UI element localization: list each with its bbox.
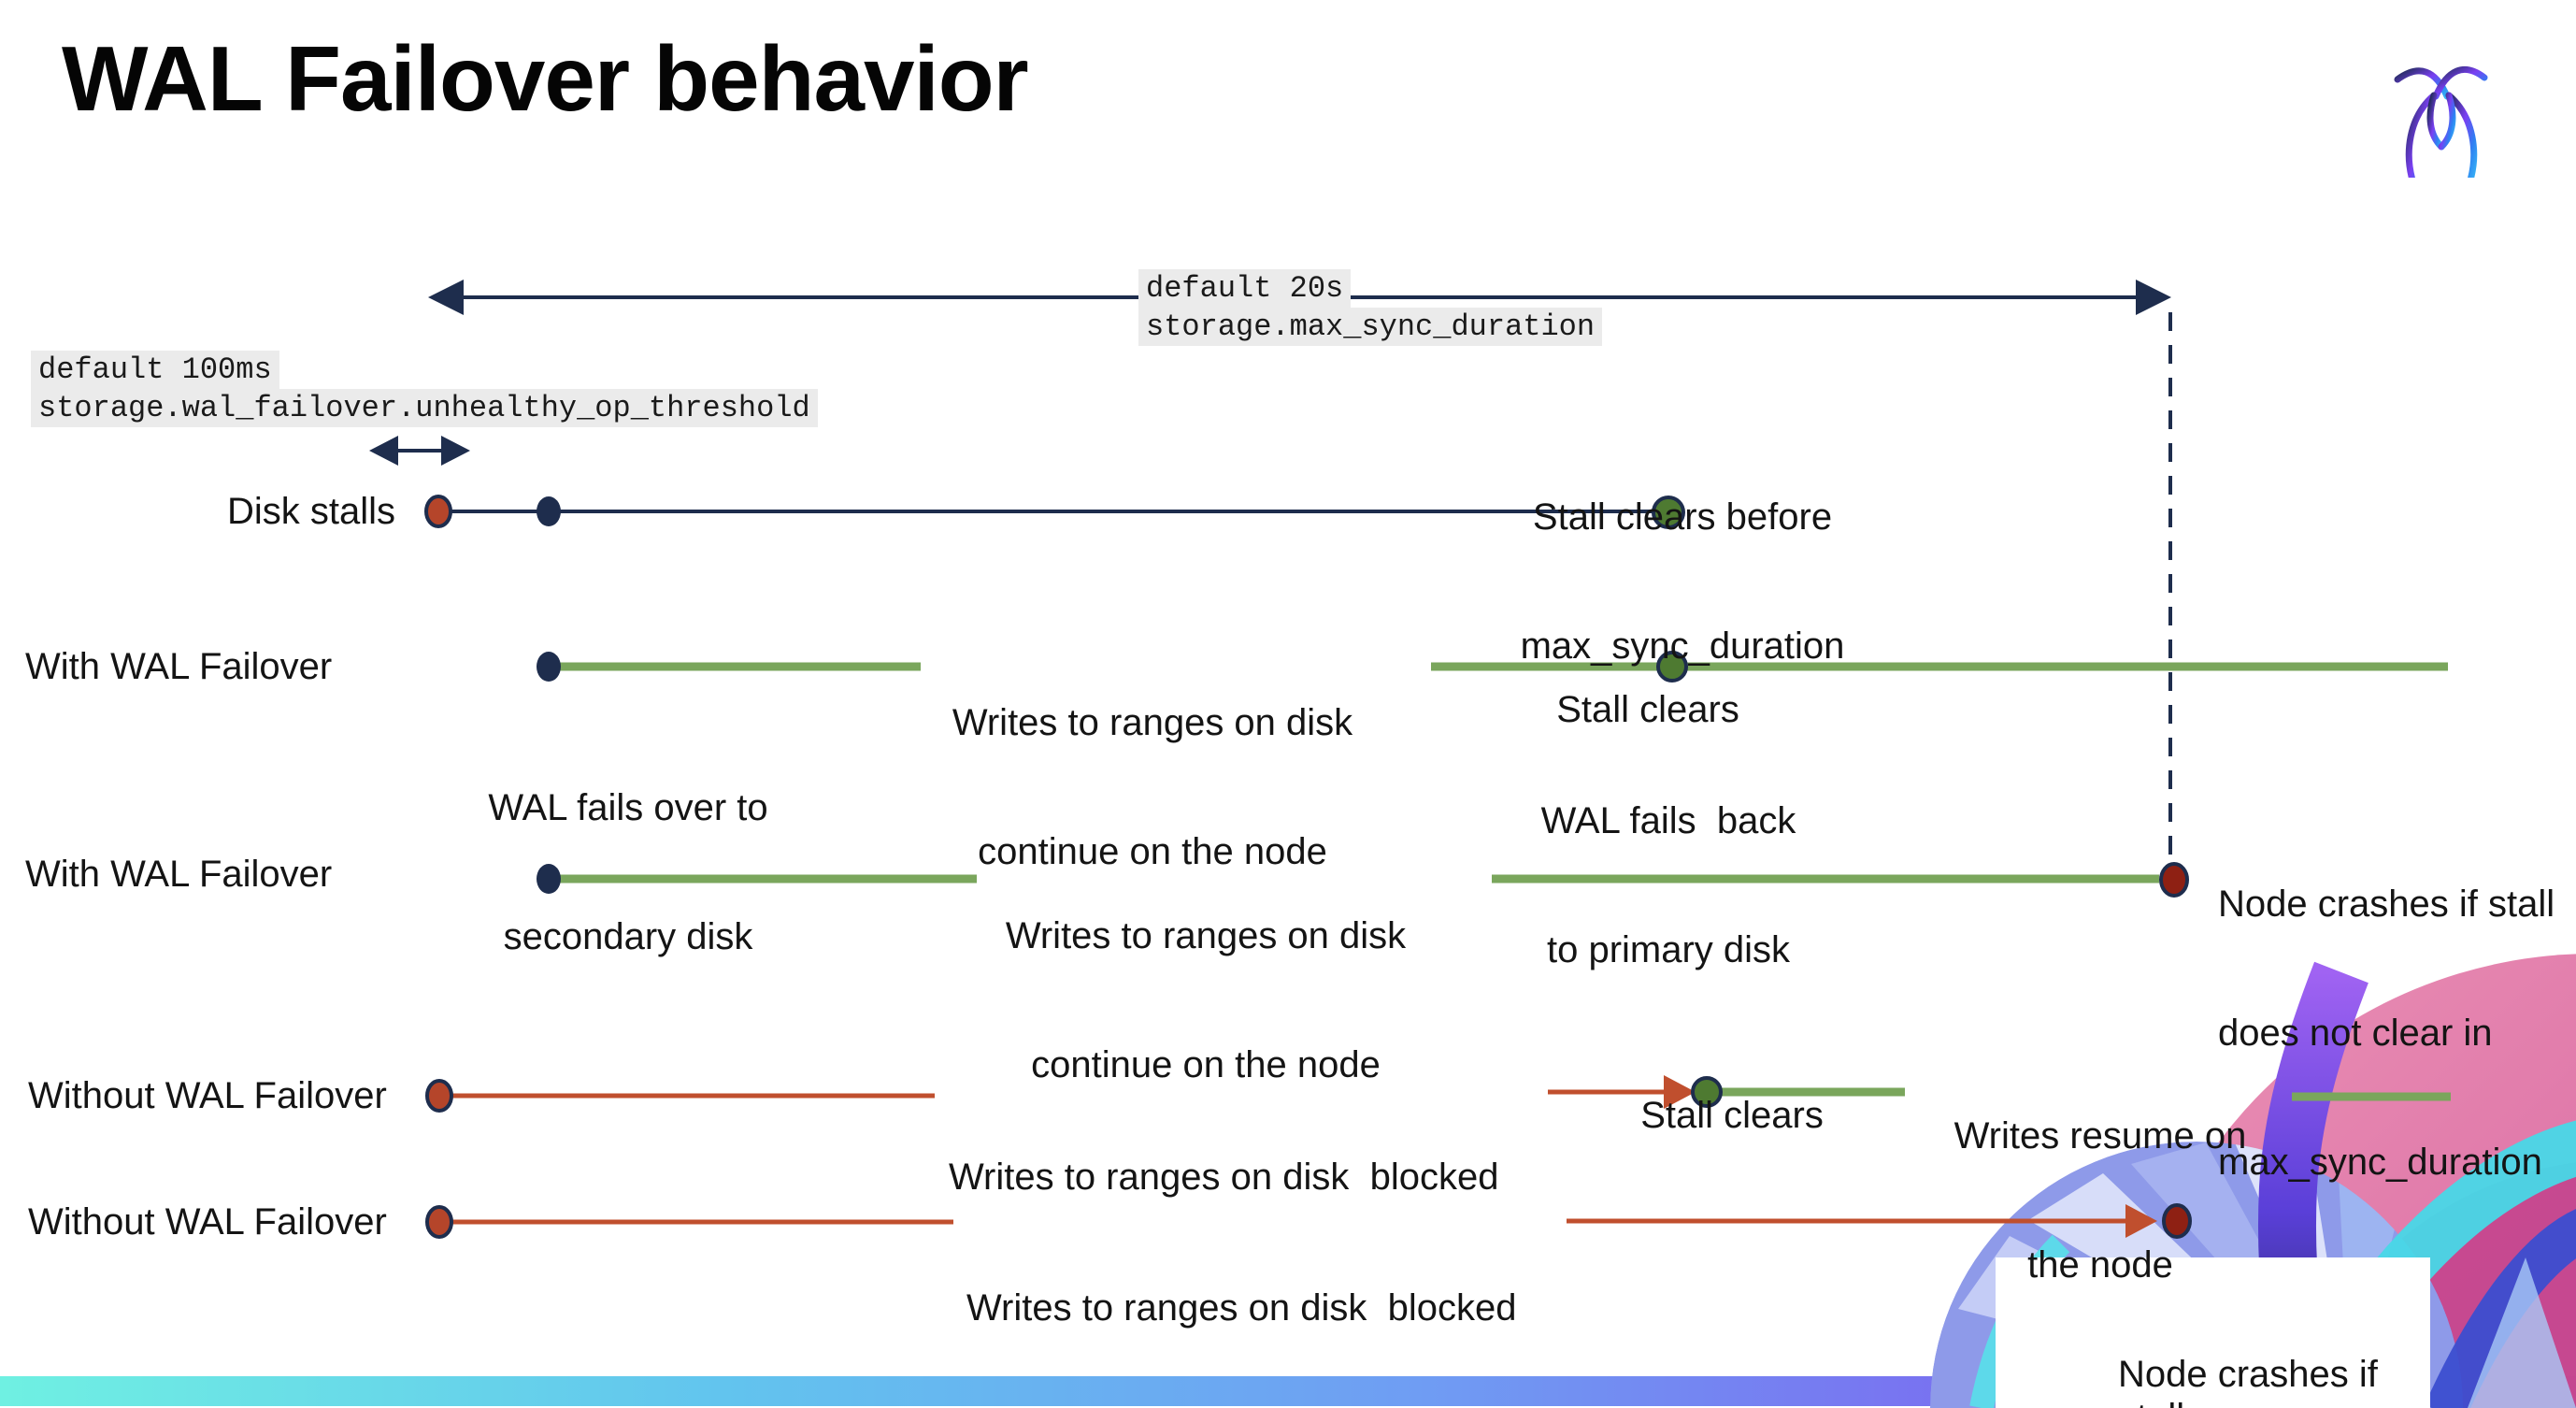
red-arrowhead: [1664, 1075, 1696, 1109]
timeline-disk-stalls: [424, 495, 1685, 529]
note-node-crashes-mid: Node crashes if stall does not clear in …: [2218, 884, 2555, 1183]
disk-stall-dot: [425, 1205, 453, 1239]
note-writes-continue-1: Writes to ranges on disk continue on the…: [952, 702, 1353, 872]
arrowhead-right: [2136, 280, 2171, 315]
antenna-right: [2432, 65, 2488, 100]
body-left: [2405, 92, 2438, 178]
arrowhead-left: [428, 280, 464, 315]
unhealthy-op-threshold-arrow: [369, 436, 470, 466]
inner-left: [2426, 92, 2445, 151]
row-label-disk-stalls: Disk stalls: [227, 491, 396, 532]
row-label-with-wal-2: With WAL Failover: [25, 854, 333, 895]
note-wal-fails-over: WAL fails over to secondary disk: [488, 787, 768, 957]
timeline-with-wal-1: [537, 651, 2448, 682]
max-sync-duration-label: default 20s storage.max_sync_duration: [1138, 269, 1603, 346]
row-label-without-wal-1: Without WAL Failover: [28, 1075, 387, 1116]
failover-dot: [537, 652, 561, 682]
note-writes-resume: Writes resume on the node: [1953, 1115, 2247, 1286]
disk-stall-dot: [425, 1079, 453, 1113]
crash-note-box: [1996, 1257, 2430, 1408]
cockroachdb-logo-icon: [2394, 65, 2488, 178]
stall-clears-dot: [1691, 1076, 1723, 1108]
timeline-with-wal-2: [537, 862, 2189, 898]
arrowhead-right: [441, 436, 470, 466]
node-crash-dot: [2162, 1203, 2192, 1239]
timeline-without-wal-1: [425, 1075, 2451, 1113]
config-setting-name: storage.wal_failover.unhealthy_op_thresh…: [31, 389, 818, 427]
stall-clears-dot: [1652, 496, 1685, 529]
note-stall-clears-bottom: Stall clears: [1640, 1095, 1824, 1136]
note-wal-fails-back: WAL fails back to primary disk: [1540, 800, 1796, 970]
failover-dot: [537, 864, 561, 894]
config-default-value: default 20s: [1138, 269, 1352, 308]
red-arrowhead: [2125, 1204, 2157, 1238]
disk-stall-start-dot: [424, 495, 452, 528]
node-crash-dot: [2159, 862, 2189, 898]
note-node-crashes-box: Node crashes if stall does not clear in …: [2118, 1354, 2378, 1408]
timeline-without-wal-2: [425, 1203, 2192, 1239]
unhealthy-op-threshold-label: default 100ms storage.wal_failover.unhea…: [31, 351, 818, 427]
note-writes-blocked-2: Writes to ranges on disk blocked: [966, 1287, 1517, 1329]
config-setting-name: storage.max_sync_duration: [1138, 308, 1603, 346]
note-stall-clears-mid: Stall clears: [1556, 689, 1739, 730]
art-sail: [2468, 1257, 2576, 1408]
note-writes-continue-2: Writes to ranges on disk continue on the…: [1005, 915, 1407, 1085]
note-writes-blocked-1: Writes to ranges on disk blocked: [949, 1157, 1499, 1198]
arrowhead-left: [369, 436, 398, 466]
page-title: WAL Failover behavior: [62, 27, 1029, 130]
antenna-left: [2394, 67, 2451, 100]
stall-clears-dot: [1656, 651, 1688, 682]
failover-threshold-dot: [537, 496, 561, 526]
inner-right: [2438, 92, 2456, 151]
row-label-with-wal-1: With WAL Failover: [25, 646, 333, 687]
note-stall-clears-before: Stall clears before max_sync_duration: [1520, 496, 1845, 667]
row-label-without-wal-2: Without WAL Failover: [28, 1201, 387, 1243]
config-default-value: default 100ms: [31, 351, 279, 389]
body-right: [2445, 92, 2478, 178]
